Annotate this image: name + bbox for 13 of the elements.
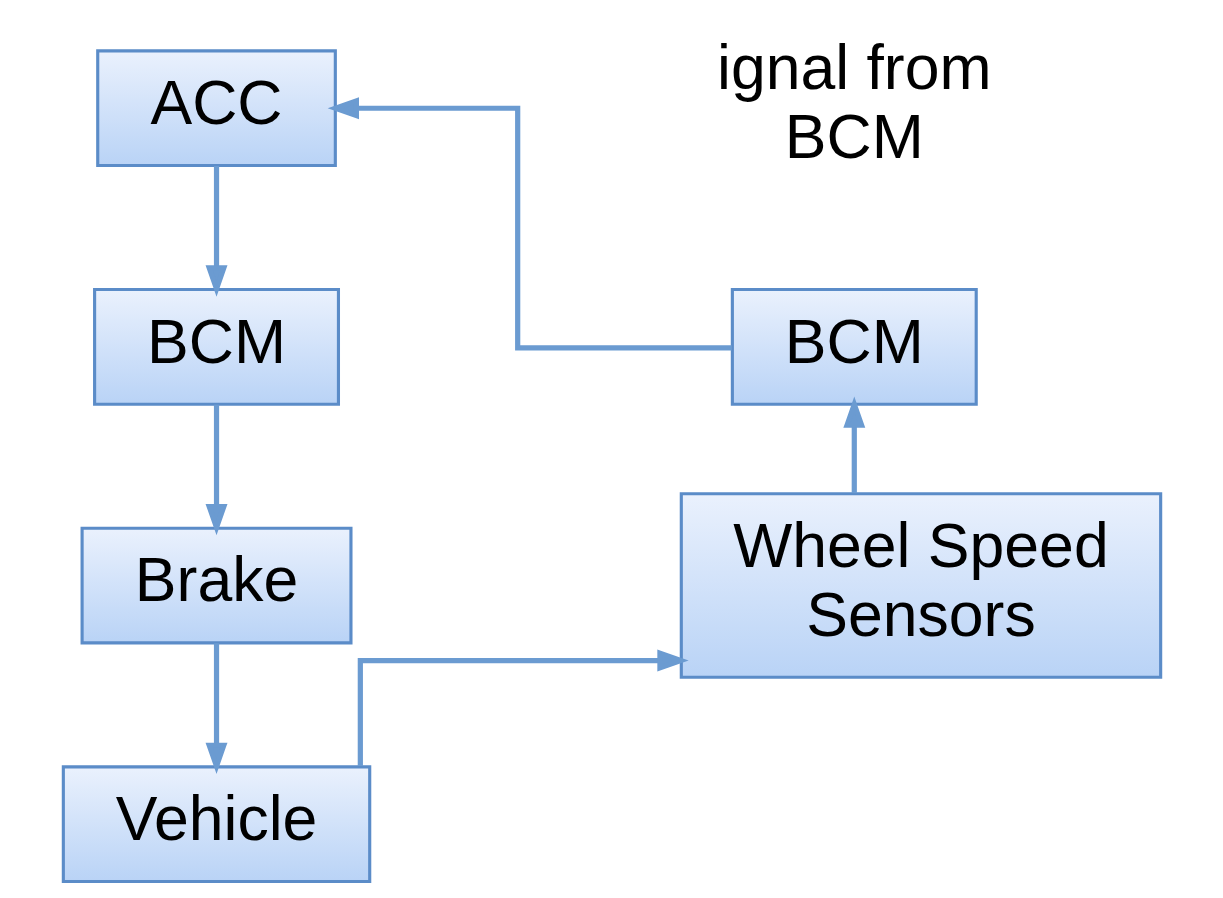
node-box: ACC xyxy=(95,49,337,168)
arrow xyxy=(357,649,689,766)
arrow xyxy=(205,166,227,297)
node-box: BCM xyxy=(92,288,340,406)
node-box: BCM xyxy=(730,288,978,406)
arrow xyxy=(205,404,227,536)
label: ignal from BCM xyxy=(716,32,992,172)
node-box: Brake xyxy=(80,526,353,645)
arrow xyxy=(327,97,732,351)
arrow xyxy=(842,396,865,494)
node-box: Vehicle xyxy=(61,765,371,884)
node-box: Wheel Speed Sensors xyxy=(679,492,1162,679)
arrow xyxy=(205,643,227,774)
